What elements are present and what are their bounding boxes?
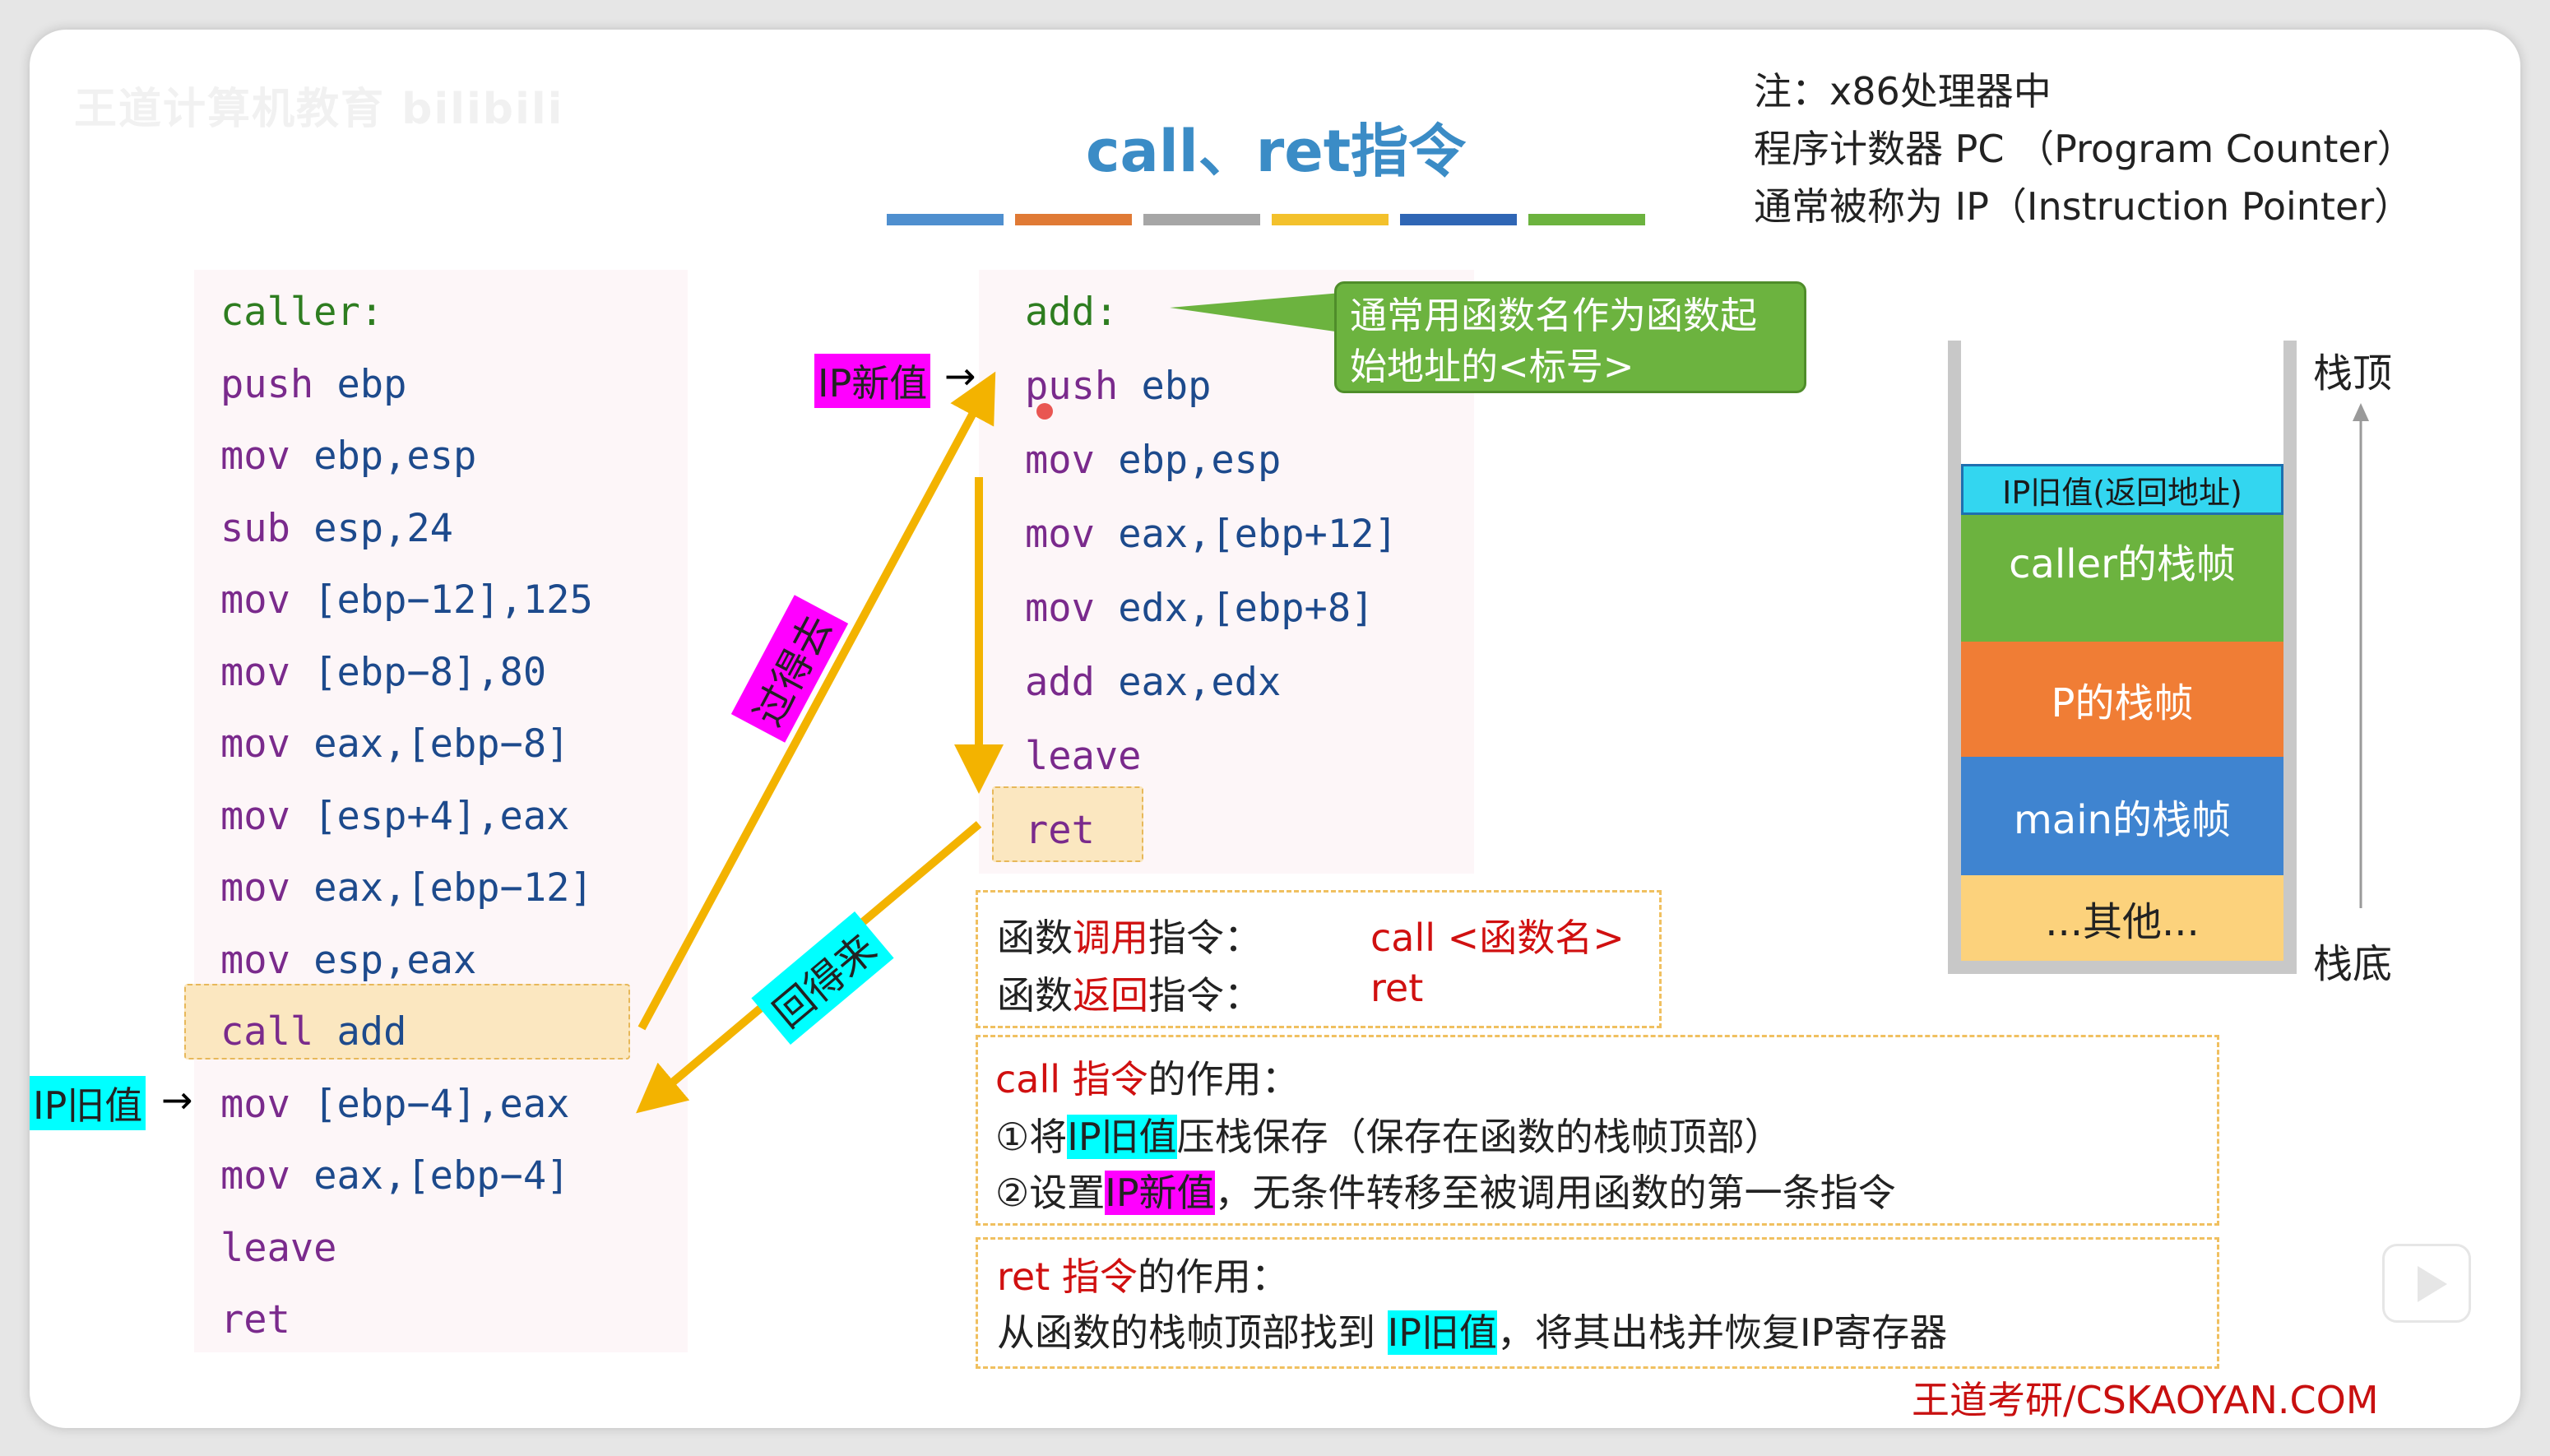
ret-effect-line1: 从函数的栈帧顶部找到 IP旧值，将其出栈并恢复IP寄存器 bbox=[997, 1310, 1948, 1355]
caller-code-line: sub esp,24 bbox=[220, 505, 453, 551]
caller-code-line: mov esp,eax bbox=[220, 937, 477, 983]
add-code-line: ret bbox=[1025, 808, 1095, 853]
slide-title: call、ret指令 bbox=[1086, 118, 1467, 185]
go-arrow bbox=[638, 371, 996, 1031]
stack-right-wall bbox=[2283, 341, 2297, 974]
caller-code-line: ret bbox=[220, 1297, 290, 1342]
ret-effect-heading: ret 指令的作用： bbox=[997, 1254, 1289, 1299]
caller-code-line: caller: bbox=[220, 290, 384, 335]
stack-direction-arrowhead bbox=[2353, 403, 2369, 421]
color-bar bbox=[1528, 214, 1645, 225]
add-code-line: add: bbox=[1025, 290, 1119, 335]
stack-top-label: 栈顶 bbox=[2313, 350, 2393, 396]
add-code-line: add eax,edx bbox=[1025, 660, 1282, 705]
caller-code-line: mov [esp+4],eax bbox=[220, 793, 570, 839]
stack-frame-return-address: IP旧值(返回地址) bbox=[1961, 464, 2283, 515]
ret-effect-box bbox=[976, 1237, 2219, 1369]
call-instruction-highlight bbox=[184, 984, 630, 1060]
caller-code-line: mov [ebp−12],125 bbox=[220, 577, 593, 623]
ip-old-inline-tag: IP旧值 bbox=[1067, 1115, 1177, 1159]
label-callout: 通常用函数名作为函数起始地址的<标号> bbox=[1334, 281, 1806, 393]
stack-frame-main: main的栈帧 bbox=[1961, 757, 2283, 875]
ret-syntax-row: 函数返回指令： bbox=[997, 973, 1262, 1018]
add-code-line: mov ebp,esp bbox=[1025, 438, 1282, 483]
caller-code-line: mov eax,[ebp−12] bbox=[220, 865, 593, 911]
footer-brand: 王道考研/CSKAOYAN.COM bbox=[1912, 1378, 2379, 1422]
color-bar bbox=[1015, 214, 1132, 225]
caller-code-line: mov [ebp−4],eax bbox=[220, 1081, 570, 1127]
caller-code-line: leave bbox=[220, 1225, 337, 1271]
title-color-bars bbox=[887, 214, 1645, 225]
call-syntax: call <函数名> bbox=[1370, 916, 1625, 960]
call-effect-heading: call 指令的作用： bbox=[995, 1057, 1300, 1101]
ip-old-inline-tag: IP旧值 bbox=[1387, 1310, 1497, 1355]
note-line: 通常被称为 IP（Instruction Pointer） bbox=[1754, 184, 2413, 229]
ip-new-tag: IP新值 bbox=[814, 354, 931, 408]
caller-code-panel bbox=[194, 270, 688, 1352]
add-code-line: mov eax,[ebp+12] bbox=[1025, 512, 1398, 557]
ip-old-tag: IP旧值 bbox=[30, 1076, 146, 1130]
stack-bottom-wall bbox=[1948, 961, 2297, 974]
instruction-syntax-box bbox=[976, 890, 1662, 1028]
note-line: 程序计数器 PC （Program Counter） bbox=[1754, 127, 2415, 171]
ip-note: 注：x86处理器中 程序计数器 PC （Program Counter） 通常被… bbox=[1754, 63, 2415, 235]
caller-code-line: push ebp bbox=[220, 361, 407, 407]
ip-new-inline-tag: IP新值 bbox=[1105, 1171, 1215, 1215]
call-syntax-row: 函数调用指令： bbox=[997, 916, 1262, 960]
caller-code-line: mov [ebp−8],80 bbox=[220, 649, 547, 695]
call-effect-box bbox=[976, 1035, 2219, 1226]
ip-new-arrow-icon: → bbox=[944, 354, 976, 398]
cursor-dot bbox=[1036, 403, 1053, 420]
add-code-line: push ebp bbox=[1025, 364, 1212, 409]
add-code-line: mov edx,[ebp+8] bbox=[1025, 586, 1375, 631]
callout-pointer bbox=[1170, 293, 1341, 332]
watermark: 王道计算机教育 bilibili bbox=[74, 85, 564, 134]
stack-frame-p: P的栈帧 bbox=[1961, 642, 2283, 757]
note-line: 注：x86处理器中 bbox=[1754, 69, 2052, 114]
ret-instruction-highlight bbox=[992, 786, 1143, 862]
caller-code-line: mov eax,[ebp−4] bbox=[220, 1153, 570, 1199]
stack-frame-other: ...其他... bbox=[1961, 875, 2283, 961]
caller-code-line: mov eax,[ebp−8] bbox=[220, 721, 570, 767]
stack-bottom-label: 栈底 bbox=[2313, 941, 2393, 987]
add-code-line: leave bbox=[1025, 734, 1142, 779]
play-icon bbox=[2418, 1266, 2447, 1302]
stack-left-wall bbox=[1948, 341, 1961, 974]
stack-frame-caller: caller的栈帧 bbox=[1961, 515, 2283, 642]
caller-code-line: mov ebp,esp bbox=[220, 434, 477, 479]
play-button[interactable] bbox=[2382, 1244, 2471, 1323]
call-effect-line1: ①将IP旧值压栈保存（保存在函数的栈帧顶部） bbox=[995, 1115, 1783, 1159]
ret-syntax: ret bbox=[1370, 966, 1424, 1010]
color-bar bbox=[1400, 214, 1517, 225]
color-bar bbox=[1272, 214, 1389, 225]
ip-old-arrow-icon: → bbox=[161, 1078, 193, 1122]
color-bar bbox=[1143, 214, 1260, 225]
color-bar bbox=[887, 214, 1004, 225]
caller-code-line: call add bbox=[220, 1009, 407, 1055]
call-effect-line2: ②设置IP新值，无条件转移至被调用函数的第一条指令 bbox=[995, 1171, 1896, 1215]
